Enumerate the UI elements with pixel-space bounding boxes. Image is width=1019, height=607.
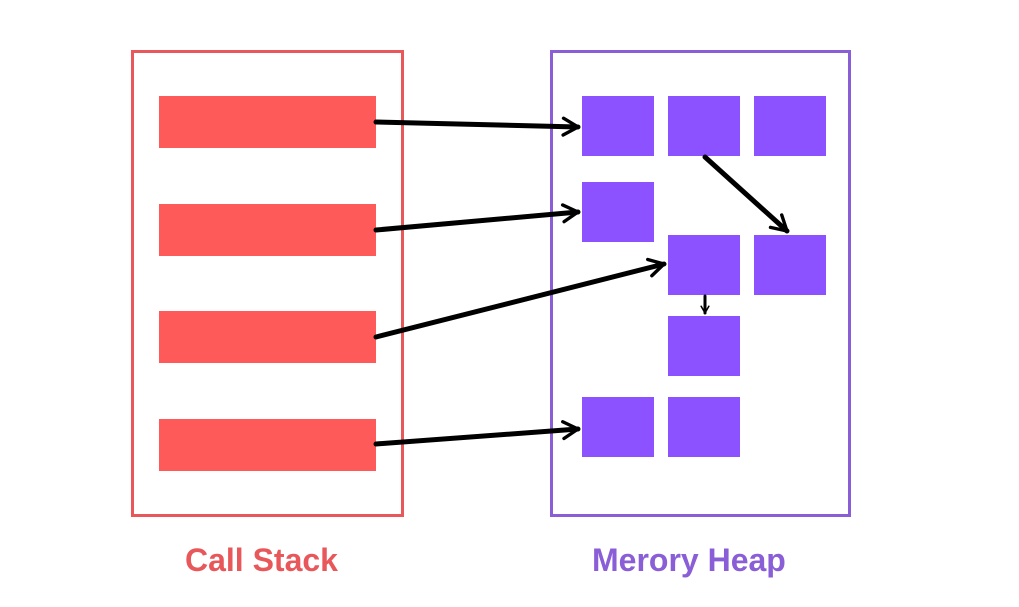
memory-heap-panel: [550, 50, 851, 517]
heap-object-4: [582, 182, 654, 242]
heap-object-3: [754, 96, 826, 156]
arrow-frame4-to-object8: [373, 420, 581, 447]
heap-object-5: [668, 235, 740, 295]
heap-object-7: [668, 316, 740, 376]
stack-frame-1: [159, 96, 376, 148]
stack-frame-3: [159, 311, 376, 363]
arrow-object2-to-object6: [702, 154, 790, 234]
heap-object-2: [668, 96, 740, 156]
call-stack-panel: [131, 50, 404, 517]
stack-frame-4: [159, 419, 376, 471]
heap-object-9: [668, 397, 740, 457]
heap-object-6: [754, 235, 826, 295]
heap-object-8: [582, 397, 654, 457]
memory-heap-label: Merory Heap: [592, 542, 786, 578]
arrow-frame2-to-object4: [373, 203, 581, 233]
arrow-frame3-to-object5: [373, 257, 667, 340]
arrow-frame1-to-object1: [373, 116, 581, 137]
call-stack-label: Call Stack: [185, 542, 338, 578]
stack-frame-2: [159, 204, 376, 256]
heap-object-1: [582, 96, 654, 156]
